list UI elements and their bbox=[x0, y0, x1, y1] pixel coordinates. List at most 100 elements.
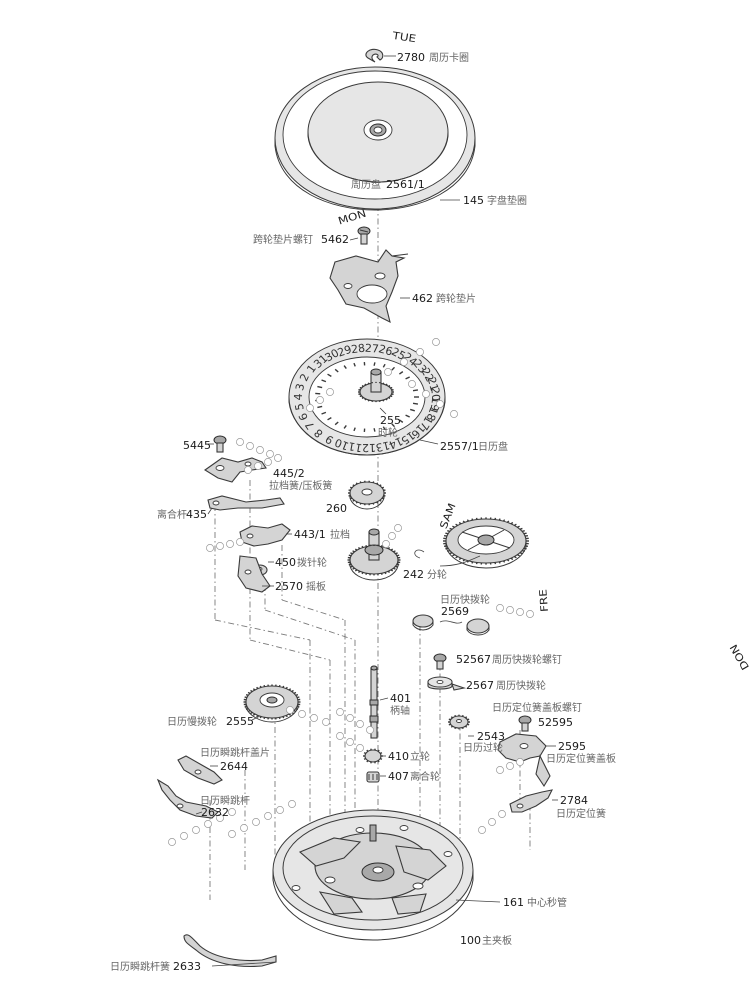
bearing-dot bbox=[204, 820, 212, 828]
gear-tooth bbox=[379, 752, 383, 755]
gear-tooth bbox=[464, 716, 468, 719]
bearing-dot bbox=[400, 358, 408, 366]
day-quickset-screw-52567 bbox=[433, 653, 447, 670]
gear-tooth bbox=[461, 727, 464, 730]
label-5462-name: 跨轮垫片螺钉 bbox=[253, 233, 313, 246]
bearing-dot bbox=[298, 710, 306, 718]
gear-tooth bbox=[458, 557, 462, 561]
gear-tooth bbox=[361, 385, 364, 388]
assembly-guide-lines bbox=[209, 70, 531, 900]
bearing-dot bbox=[526, 610, 534, 618]
gear-tooth bbox=[409, 408, 415, 412]
bearing-dot bbox=[394, 524, 402, 532]
gear-tooth bbox=[353, 362, 356, 367]
label-255-number: 255 bbox=[380, 414, 401, 427]
clutch-wheel-407 bbox=[366, 771, 380, 783]
gear-tooth bbox=[516, 525, 520, 528]
gear-tooth bbox=[452, 554, 456, 557]
date-numeral: 11 bbox=[347, 439, 363, 454]
bearing-dot bbox=[496, 766, 504, 774]
gear-tooth bbox=[291, 689, 294, 693]
date-numeral: 21 bbox=[425, 376, 441, 393]
bearing-dot bbox=[498, 810, 506, 818]
label-435-number: 435 bbox=[186, 508, 207, 521]
gear-tooth bbox=[359, 481, 362, 484]
label-2644-number: 2644 bbox=[220, 760, 248, 773]
gear-tooth bbox=[454, 714, 457, 717]
gear-tooth bbox=[295, 694, 299, 697]
label-100-number: 100 bbox=[460, 934, 481, 947]
gear-tooth bbox=[502, 519, 506, 522]
gear-tooth bbox=[449, 552, 453, 555]
gear-tooth bbox=[461, 714, 464, 717]
gear-tooth bbox=[382, 382, 385, 385]
bearing-dot bbox=[516, 608, 524, 616]
bearing-dot bbox=[180, 832, 188, 840]
label-52595-name: 日历定位簧盖板螺钉 bbox=[492, 701, 582, 714]
gear-tooth bbox=[366, 760, 369, 763]
date-numeral: 17 bbox=[417, 414, 435, 433]
gear-tooth bbox=[361, 396, 364, 399]
bearing-dot bbox=[436, 400, 444, 408]
gear-tooth bbox=[388, 385, 391, 388]
date-numeral: 12 bbox=[362, 441, 376, 454]
gear-tooth bbox=[334, 421, 339, 426]
bearing-dot bbox=[384, 368, 392, 376]
gear-tooth bbox=[381, 486, 385, 489]
gear-tooth bbox=[355, 482, 358, 485]
jewel-indicator-dots bbox=[168, 338, 534, 846]
label-2569-number: 2569 bbox=[441, 605, 469, 618]
date-slow-wheel-2555 bbox=[243, 684, 301, 723]
gear-tooth bbox=[327, 416, 332, 421]
date-jumper-cover-screw-52595 bbox=[518, 715, 532, 732]
label-2561-name: 周历盘 bbox=[351, 178, 381, 191]
bearing-dot bbox=[346, 714, 354, 722]
gear-tooth bbox=[355, 501, 358, 504]
gear-tooth bbox=[519, 527, 523, 530]
gear-tooth bbox=[519, 552, 523, 555]
wheel-260-teeth bbox=[348, 480, 386, 506]
date-numeral: 20 bbox=[428, 387, 442, 402]
label-443-name: 拉档 bbox=[330, 528, 350, 541]
bearing-dot bbox=[226, 540, 234, 548]
gear-tooth bbox=[379, 499, 382, 502]
date-quickset-wheel-2569 bbox=[412, 614, 490, 636]
gear-tooth bbox=[367, 382, 370, 385]
label-52567-number: 52567 bbox=[456, 653, 491, 666]
gear-tooth bbox=[393, 567, 396, 570]
instant-jump-lever-cover-2644 bbox=[177, 755, 223, 785]
gear-tooth bbox=[395, 565, 398, 568]
bearing-dot bbox=[236, 538, 244, 546]
day-quickset-wheel-2567 bbox=[427, 676, 467, 691]
label-407-number: 407 bbox=[388, 770, 409, 783]
gear-tooth bbox=[471, 518, 474, 521]
date-numeral: 28 bbox=[350, 342, 366, 357]
bearing-dot bbox=[266, 450, 274, 458]
label-2784-number: 2784 bbox=[560, 794, 588, 807]
gear-tooth bbox=[523, 547, 527, 550]
gear-tooth bbox=[382, 363, 386, 368]
gear-tooth bbox=[445, 532, 449, 535]
date-numeral: 5 bbox=[293, 402, 307, 411]
label-462-name: 跨轮垫片 bbox=[436, 292, 476, 305]
bearing-dot bbox=[168, 838, 176, 846]
bearing-dot bbox=[216, 542, 224, 550]
label-2595-name: 日历定位簧盖板 bbox=[546, 752, 616, 765]
label-145-number: 145 bbox=[463, 194, 484, 207]
label-462-number: 462 bbox=[412, 292, 433, 305]
hour-wheel-teeth bbox=[358, 381, 394, 403]
gear-tooth bbox=[462, 520, 466, 523]
label-145-name: 字盘垫圈 bbox=[487, 194, 527, 207]
label-2555-number: 2555 bbox=[226, 715, 254, 728]
label-2644-name: 日历瞬跳杆盖片 bbox=[200, 746, 270, 759]
bearing-dot bbox=[516, 758, 524, 766]
bearing-dot bbox=[254, 462, 262, 470]
date-jumper-2784 bbox=[509, 789, 553, 813]
gear-tooth bbox=[285, 714, 288, 718]
gear-tooth bbox=[343, 365, 347, 370]
gear-tooth bbox=[494, 562, 497, 565]
main-plate-100 bbox=[272, 809, 474, 941]
label-255-name: 时轮 bbox=[378, 426, 398, 439]
date-numeral: 4 bbox=[292, 393, 305, 400]
gear-tooth bbox=[364, 383, 367, 386]
